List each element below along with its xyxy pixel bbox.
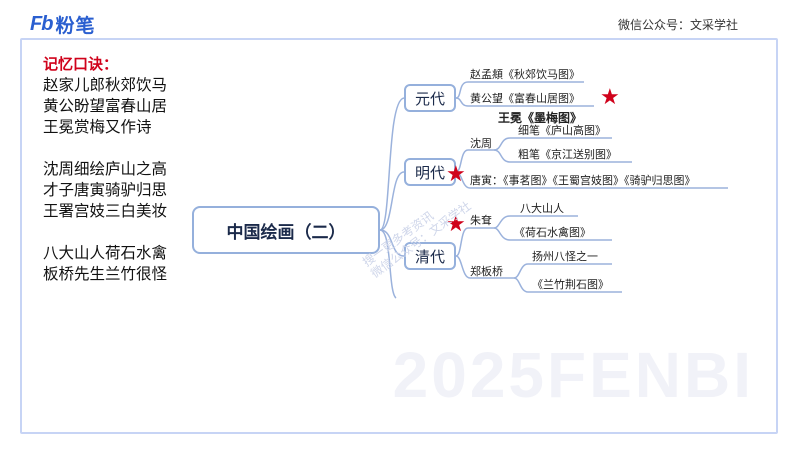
poem-line: 板桥先生兰竹很怪 — [43, 265, 168, 283]
poem-line: 才子唐寅骑驴归思 — [43, 181, 168, 199]
ming-shenzhou-item-jingjiang: 粗笔《京江送别图》 — [518, 148, 617, 161]
qing-zhuda-item-heshi: 《荷石水禽图》 — [514, 226, 591, 239]
qing-item-zhu-da: 朱耷 — [470, 214, 492, 227]
node-qing-dynasty: 清代 — [404, 242, 456, 270]
logo-text: 粉笔 — [55, 15, 96, 37]
poem-line: 王署宫妓三白美妆 — [43, 202, 168, 220]
mnemonic-poem: 记忆口诀： 赵家儿郎秋郊饮马 黄公盼望富春山居 王冕赏梅又作诗 沈周细绘庐山之高… — [43, 54, 167, 285]
poem-line: 沈周细绘庐山之高 — [43, 160, 168, 178]
qing-zhengbanqiao-item-lanzhu: 《兰竹荆石图》 — [532, 278, 609, 291]
top-bar: Fb 粉笔 微信公众号：文采学社 — [0, 0, 800, 40]
poem-line: 王冕赏梅又作诗 — [43, 118, 152, 136]
fenbi-watermark-text: 2025FENBI — [392, 339, 754, 411]
poem-line: 黄公盼望富春山居 — [43, 97, 168, 115]
poem-line: 赵家儿郎秋郊饮马 — [43, 76, 168, 94]
ming-item-shen-zhou: 沈周 — [470, 137, 492, 150]
star-icon: ★ — [600, 85, 620, 110]
poem-line: 八大山人荷石水禽 — [43, 244, 168, 262]
ming-shenzhou-item-lushan: 细笔《庐山高图》 — [518, 124, 606, 137]
node-ming-dynasty: 明代 — [404, 158, 456, 186]
node-yuan-dynasty: 元代 — [404, 84, 456, 112]
star-icon: ★ — [446, 212, 466, 237]
logo-mark: Fb — [30, 13, 53, 35]
fenbi-logo: Fb 粉笔 — [30, 11, 95, 38]
qing-zhuda-item-bada: 八大山人 — [520, 202, 564, 215]
yuan-item-wang-mian: 王冕《墨梅图》 — [498, 111, 583, 125]
qing-item-zheng-banqiao: 郑板桥 — [470, 265, 503, 278]
yuan-item-zhao-mengfu: 赵孟頫《秋郊饮马图》 — [470, 68, 580, 81]
poem-title: 记忆口诀： — [43, 55, 119, 73]
star-icon: ★ — [446, 162, 466, 187]
mindmap-root-node: 中国绘画（二） — [192, 206, 380, 254]
ming-item-tang-yin: 唐寅：《事茗图》《王蜀宫妓图》《骑驴归思图》 — [470, 174, 696, 187]
wechat-account-label: 微信公众号：文采学社 — [617, 18, 738, 32]
yuan-item-huang-gongwang: 黄公望《富春山居图》 — [470, 92, 580, 105]
qing-zhengbanqiao-item-yangzhou: 扬州八怪之一 — [532, 250, 598, 263]
